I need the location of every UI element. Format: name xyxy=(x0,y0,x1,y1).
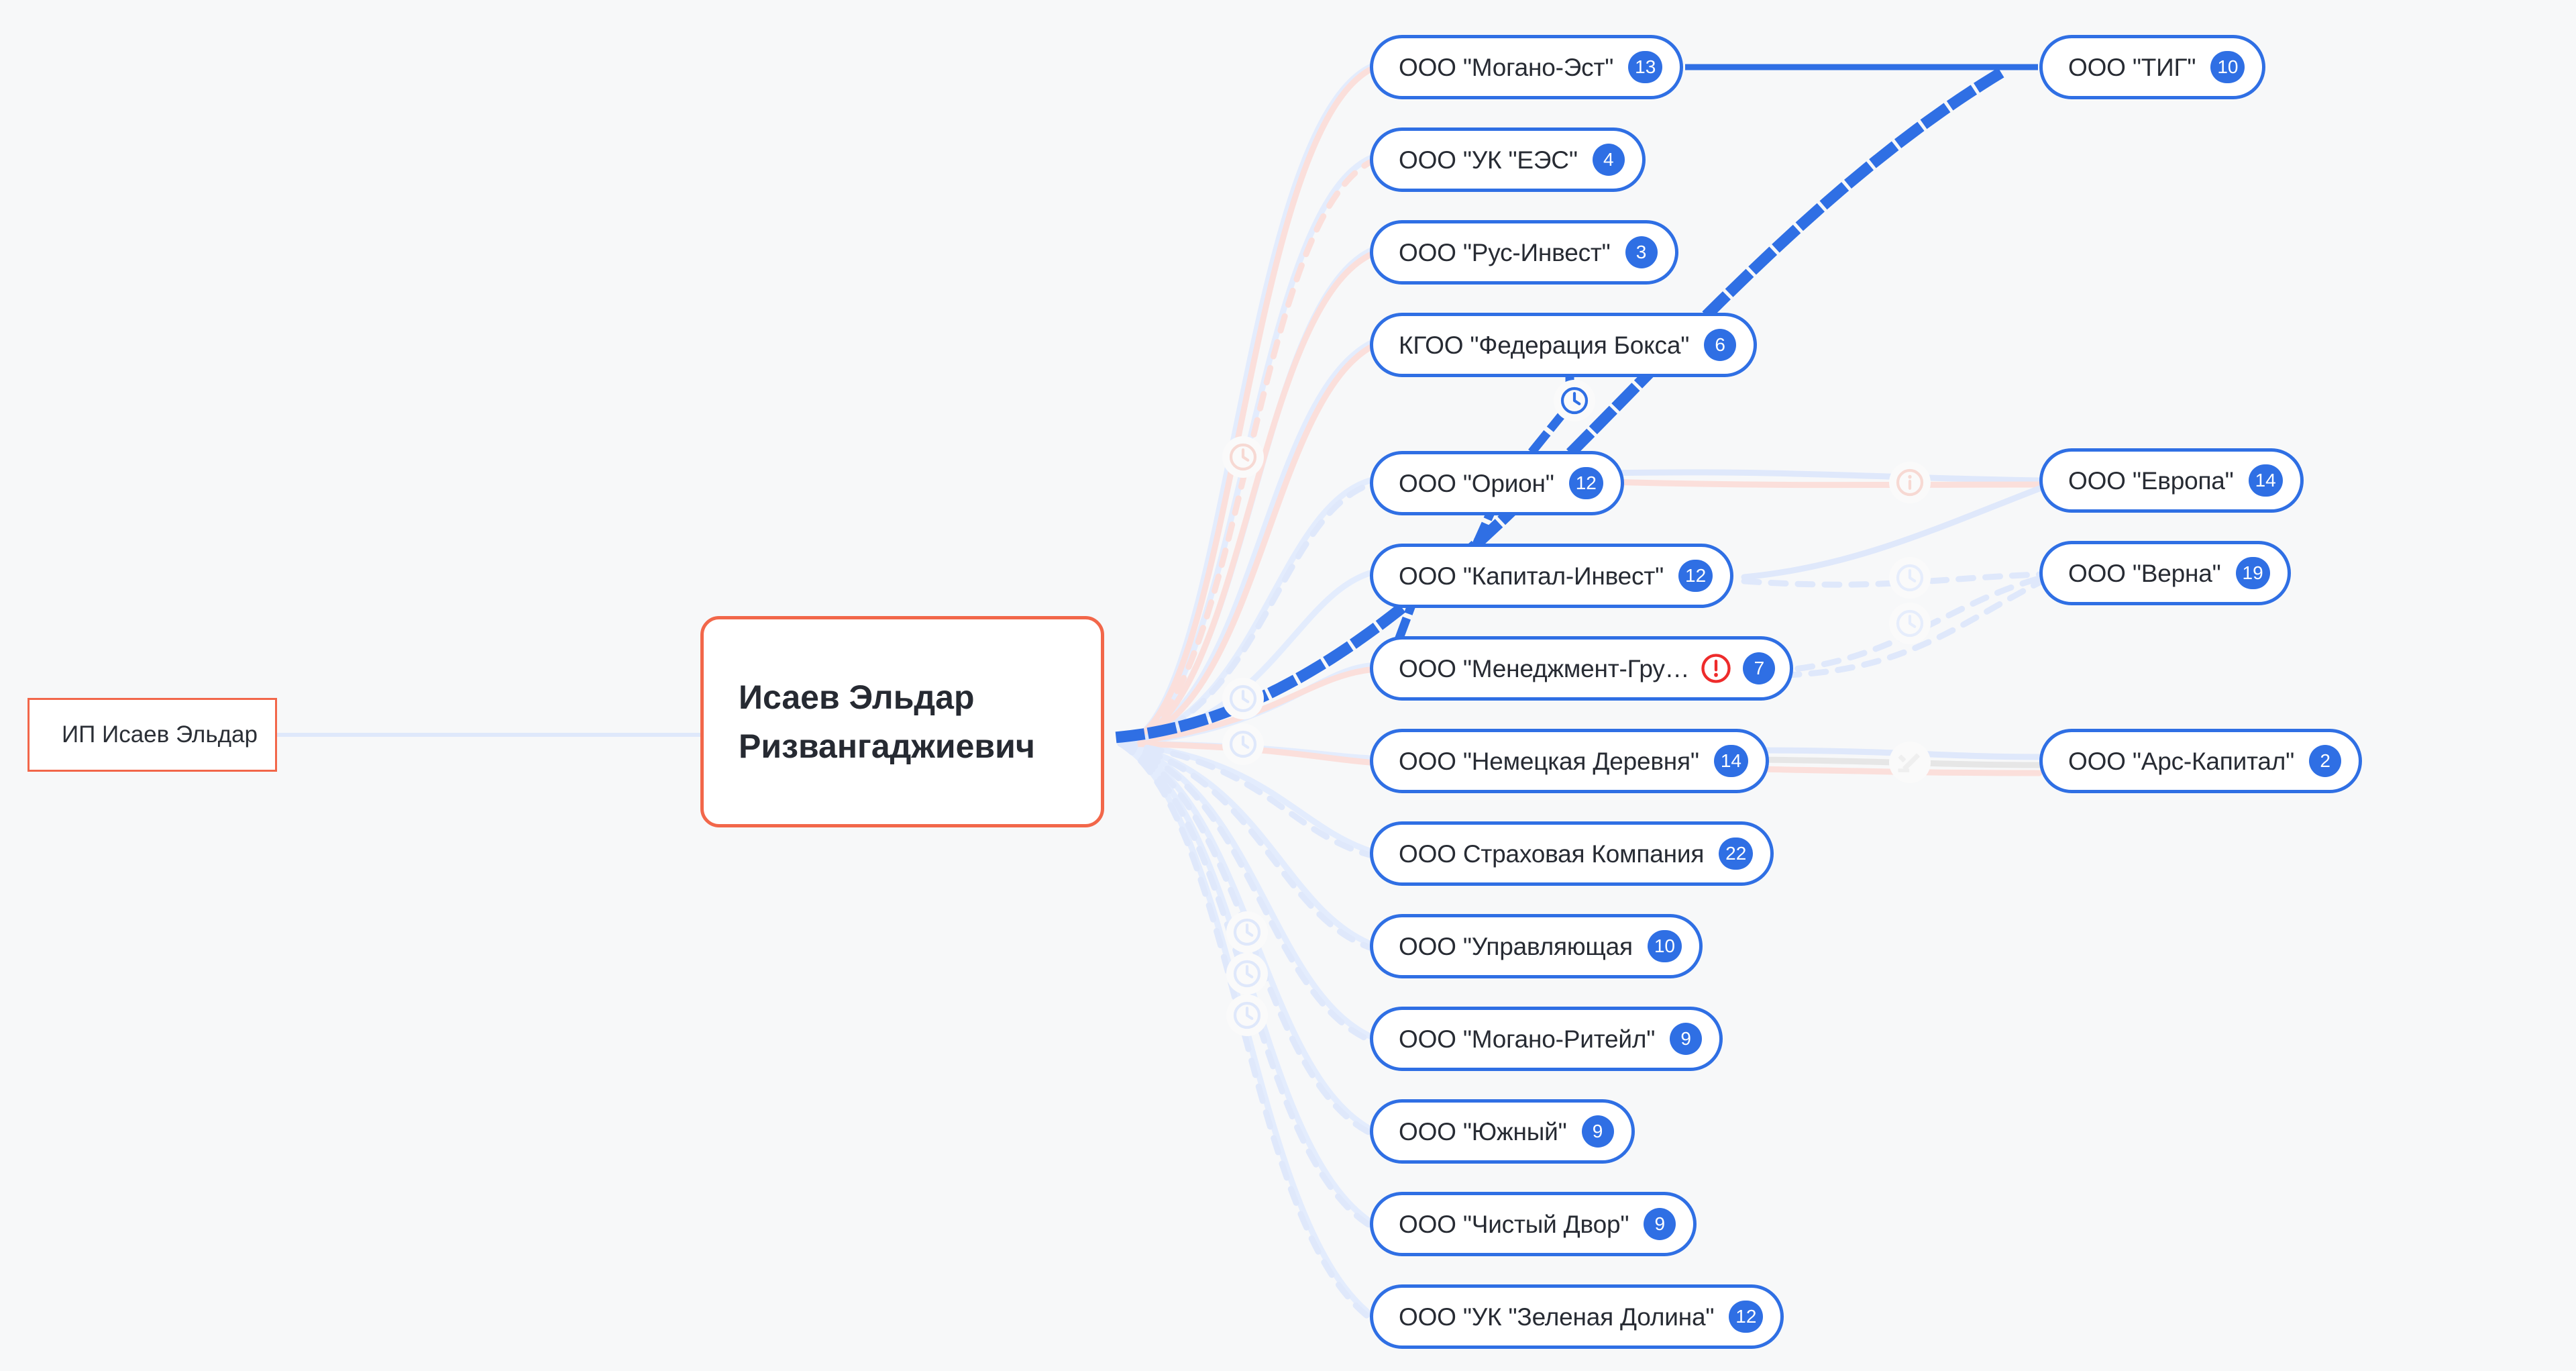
node-label: ООО "Могано-Ритейл" xyxy=(1399,1025,1656,1053)
node-nemeckaya-derevnya[interactable]: ООО "Немецкая Деревня" 14 xyxy=(1370,729,1769,793)
status-badge: 22 xyxy=(1719,837,1754,870)
clock-icon xyxy=(1229,730,1257,758)
status-badge: 7 xyxy=(1743,652,1776,684)
warning-icon xyxy=(1699,651,1733,686)
node-label: ООО "Могано-Эст" xyxy=(1399,53,1614,81)
clock-icon-hub-4[interactable] xyxy=(1226,953,1268,995)
status-badge: 4 xyxy=(1592,144,1625,176)
status-badge: 9 xyxy=(1644,1208,1676,1240)
node-label: ООО Страховая Компания xyxy=(1399,840,1705,868)
node-person-root[interactable]: Исаев Эльдар Ризвангаджиевич xyxy=(700,616,1104,827)
node-label: ИП Исаев Эльдар xyxy=(62,721,258,748)
clock-icon-hub-2[interactable] xyxy=(1222,723,1264,765)
clock-icon xyxy=(1896,609,1924,638)
clock-icon xyxy=(1896,564,1924,592)
node-label: ООО "Орион" xyxy=(1399,469,1554,497)
node-rus-invest[interactable]: ООО "Рус-Инвест" 3 xyxy=(1370,220,1678,285)
clock-icon xyxy=(1229,443,1257,471)
node-label: ООО "УК "ЕЭС" xyxy=(1399,146,1578,174)
node-ars-kapital[interactable]: ООО "Арс-Капитал" 2 xyxy=(2039,729,2363,793)
node-verna[interactable]: ООО "Верна" 19 xyxy=(2039,541,2291,605)
node-menedzhment-gru[interactable]: ООО "Менеджмент-Гру… 7 xyxy=(1370,636,1794,701)
clock-icon xyxy=(1560,387,1589,415)
node-zelenaya-dolina[interactable]: ООО "УК "Зеленая Долина" 12 xyxy=(1370,1284,1784,1349)
node-label: ООО "Чистый Двор" xyxy=(1399,1210,1629,1238)
clock-icon-verna-2[interactable] xyxy=(1889,603,1931,644)
node-evropa[interactable]: ООО "Европа" 14 xyxy=(2039,448,2304,513)
clock-icon-hub-top[interactable] xyxy=(1222,436,1264,478)
node-uk-ees[interactable]: ООО "УК "ЕЭС" 4 xyxy=(1370,128,1646,192)
gavel-icon-ars-kapital[interactable] xyxy=(1889,742,1931,783)
status-badge: 9 xyxy=(1670,1023,1703,1055)
node-federaciya-boksa[interactable]: КГОО "Федерация Бокса" 6 xyxy=(1370,313,1758,377)
status-badge: 14 xyxy=(1713,745,1748,777)
gavel-icon xyxy=(1898,753,1920,772)
node-label: ООО "УК "Зеленая Долина" xyxy=(1399,1303,1715,1331)
node-label: ООО "Европа" xyxy=(2068,466,2234,495)
status-badge: 12 xyxy=(1729,1301,1764,1333)
node-mogano-riteyl[interactable]: ООО "Могано-Ритейл" 9 xyxy=(1370,1007,1723,1071)
clock-icon-verna-1[interactable] xyxy=(1889,557,1931,599)
clock-icon-hub-5[interactable] xyxy=(1226,995,1268,1036)
node-tig[interactable]: ООО "ТИГ" 10 xyxy=(2039,35,2266,99)
node-label: КГОО "Федерация Бокса" xyxy=(1399,331,1690,359)
status-badge: 12 xyxy=(1678,560,1713,592)
edge-bundle-right-faint xyxy=(1603,469,2043,776)
node-label: ООО "Южный" xyxy=(1399,1117,1567,1146)
node-label: ООО "Менеджмент-Гру… xyxy=(1399,654,1690,682)
status-badge: 12 xyxy=(1568,467,1603,499)
node-label: ООО "Арс-Капитал" xyxy=(2068,747,2295,775)
page-title: Исаев Эльдар Ризвангаджиевич xyxy=(739,678,1035,765)
info-icon xyxy=(1896,468,1924,497)
clock-icon-boksa-orion[interactable] xyxy=(1554,380,1595,421)
node-chistyy-dvor[interactable]: ООО "Чистый Двор" 9 xyxy=(1370,1192,1697,1256)
node-kapital-invest[interactable]: ООО "Капитал-Инвест" 12 xyxy=(1370,544,1734,608)
node-orion[interactable]: ООО "Орион" 12 xyxy=(1370,451,1624,515)
node-ip-isaev[interactable]: ИП Исаев Эльдар xyxy=(28,698,277,772)
status-badge: 14 xyxy=(2248,464,2283,497)
node-label: ООО "ТИГ" xyxy=(2068,53,2196,81)
node-strahovaya-kompaniya[interactable]: ООО Страховая Компания 22 xyxy=(1370,821,1774,886)
node-label: ООО "Верна" xyxy=(2068,559,2221,587)
status-badge: 13 xyxy=(1628,51,1663,83)
clock-icon xyxy=(1229,684,1257,713)
clock-icon-hub-3[interactable] xyxy=(1226,911,1268,953)
status-badge: 10 xyxy=(1647,930,1682,962)
node-yuzhnyy[interactable]: ООО "Южный" 9 xyxy=(1370,1099,1635,1164)
status-badge: 9 xyxy=(1581,1115,1614,1148)
status-badge: 10 xyxy=(2210,51,2245,83)
status-badge: 2 xyxy=(2309,745,2342,777)
node-label: ООО "Управляющая xyxy=(1399,932,1633,960)
clock-icon-hub-1[interactable] xyxy=(1222,678,1264,719)
node-label: ООО "Рус-Инвест" xyxy=(1399,238,1611,266)
clock-icon xyxy=(1233,960,1261,988)
clock-icon xyxy=(1233,918,1261,946)
status-badge: 3 xyxy=(1625,236,1658,268)
node-mogano-est[interactable]: ООО "Могано-Эст" 13 xyxy=(1370,35,1684,99)
info-icon-evropa[interactable] xyxy=(1889,462,1931,503)
clock-icon xyxy=(1233,1001,1261,1029)
node-label: ООО "Капитал-Инвест" xyxy=(1399,562,1664,590)
node-label: ООО "Немецкая Деревня" xyxy=(1399,747,1699,775)
node-upravlyayushchaya[interactable]: ООО "Управляющая 10 xyxy=(1370,914,1703,978)
status-badge: 19 xyxy=(2235,557,2270,589)
status-badge: 6 xyxy=(1704,329,1737,361)
